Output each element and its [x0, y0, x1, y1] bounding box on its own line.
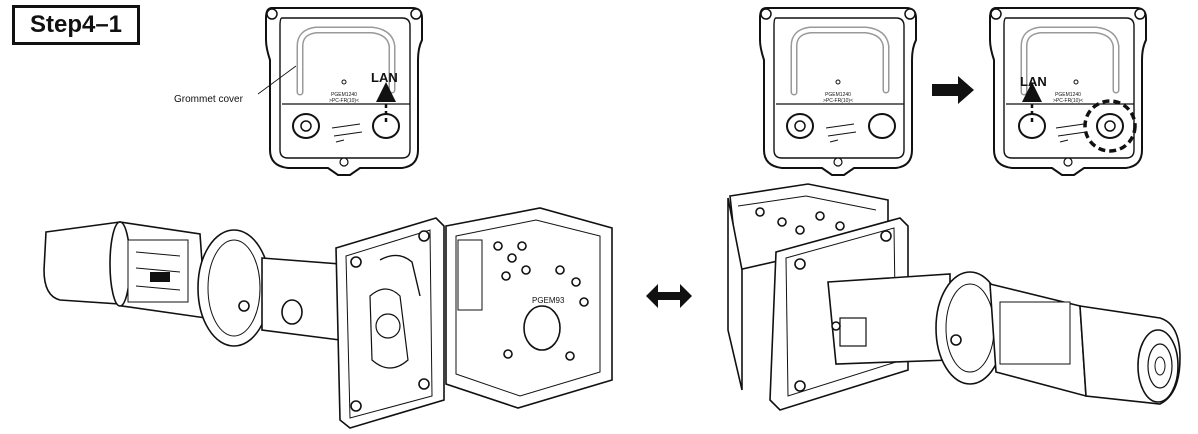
right-arrow-icon: [932, 76, 974, 104]
camera-with-open-junction-box: PGEM93: [43, 207, 613, 429]
grommet-cover-label: Grommet cover: [174, 94, 244, 105]
top-right-cover-panel-after: PGEM1240 >PC-FR(10)< LAN: [989, 7, 1147, 176]
highlight-dashed-circle: [1083, 99, 1137, 153]
lan-label: LAN: [371, 70, 398, 85]
panel-print-line2: >PC-FR(10)<: [823, 98, 853, 104]
top-left-cover-panel: PGEM1240 >PC-FR(10)< LAN Grommet cover: [174, 7, 423, 176]
camera-with-mounted-junction-box: [727, 183, 1181, 411]
double-arrow-icon: [646, 284, 692, 308]
panel-print-line2: >PC-FR(10)<: [329, 98, 359, 104]
panel-print-line1: PGEM1240: [825, 92, 851, 98]
lan-label: LAN: [1020, 74, 1047, 89]
box-marking: PGEM93: [532, 296, 565, 305]
panel-print-line1: PGEM1240: [331, 92, 357, 98]
panel-print-line2: >PC-FR(10)<: [1053, 98, 1083, 104]
step-label: Step4–1: [12, 5, 140, 45]
top-right-cover-panel-before: PGEM1240 >PC-FR(10)<: [759, 7, 917, 176]
panel-print-line1: PGEM1240: [1055, 92, 1081, 98]
